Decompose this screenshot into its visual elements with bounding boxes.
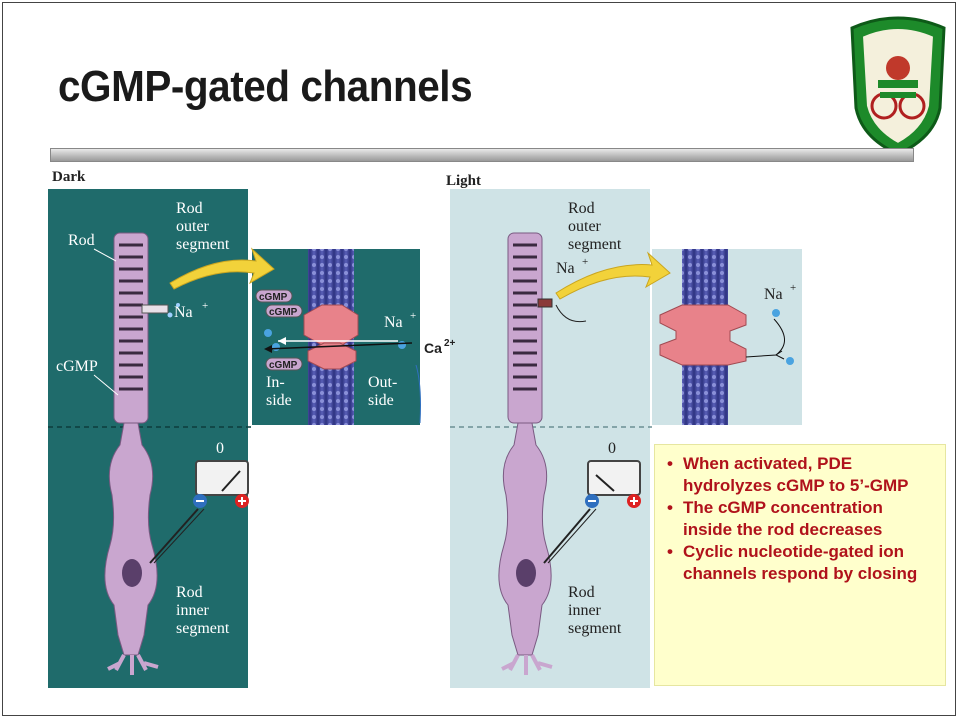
diagram-label: cGMP — [269, 360, 298, 371]
light-voltmeter — [543, 460, 641, 564]
light-panel-bg — [450, 189, 650, 688]
title-divider-bar — [50, 148, 914, 162]
university-logo — [850, 16, 946, 156]
diagram-label: Na — [174, 304, 193, 321]
diagram-label: cGMP — [56, 358, 98, 375]
diagram-label: + — [790, 282, 796, 294]
diagram-label: outer — [568, 218, 602, 235]
light-heading: Light — [446, 173, 481, 189]
light-rod-cell — [498, 232, 553, 675]
diagram-label: + — [582, 256, 588, 268]
diagram-label: Na — [384, 314, 403, 331]
diagram-label: segment — [176, 236, 230, 253]
dark-channel-inset: cGMP cGMP cGMP Na + In- side Out- side — [255, 249, 421, 425]
diagram-label: cGMP — [259, 292, 288, 303]
diagram-label: + — [202, 300, 208, 312]
diagram-label: 0 — [608, 440, 616, 457]
diagram-label: segment — [176, 620, 230, 637]
bullet-cgmp-decrease: The cGMP concentration inside the rod de… — [665, 497, 935, 541]
diagram-label: Na — [556, 260, 575, 277]
calcium-charge: 2+ — [444, 338, 456, 349]
diagram-label: 0 — [216, 440, 224, 457]
rod-cell-diagram: Dark Light Rod outer segment Rod cGMP Na… — [46, 165, 810, 688]
bullet-channels-close: Cyclic nucleotide-gated ion channels res… — [665, 541, 935, 585]
diagram-label: inner — [568, 602, 602, 619]
diagram-label: Rod — [568, 200, 595, 217]
diagram-label: side — [368, 392, 394, 409]
bullet-list: When activated, PDE hydrolyzes cGMP to 5… — [665, 453, 935, 585]
diagram-label: Rod — [176, 200, 203, 217]
diagram-label: inner — [176, 602, 210, 619]
calcium-label: Ca — [424, 340, 442, 356]
diagram-label: Rod — [68, 232, 95, 249]
diagram-label: In- — [266, 374, 285, 391]
diagram-label: Rod — [568, 584, 595, 601]
diagram-label: side — [266, 392, 292, 409]
dark-rod-cell — [104, 232, 169, 675]
diagram-label: Na — [764, 286, 783, 303]
diagram-label: Rod — [176, 584, 203, 601]
diagram-label: segment — [568, 620, 622, 637]
dark-heading: Dark — [52, 169, 86, 185]
diagram-label: cGMP — [269, 307, 298, 318]
diagram-label: Out- — [368, 374, 397, 391]
dark-voltmeter — [149, 460, 249, 564]
bullet-pde-hydrolysis: When activated, PDE hydrolyzes cGMP to 5… — [665, 453, 935, 497]
diagram-label: + — [410, 310, 416, 322]
diagram-label: segment — [568, 236, 622, 253]
slide-title: cGMP-gated channels — [58, 62, 473, 111]
diagram-label: outer — [176, 218, 210, 235]
light-channel-inset: Na + — [659, 249, 796, 425]
pde-explanation-box: When activated, PDE hydrolyzes cGMP to 5… — [654, 444, 946, 686]
